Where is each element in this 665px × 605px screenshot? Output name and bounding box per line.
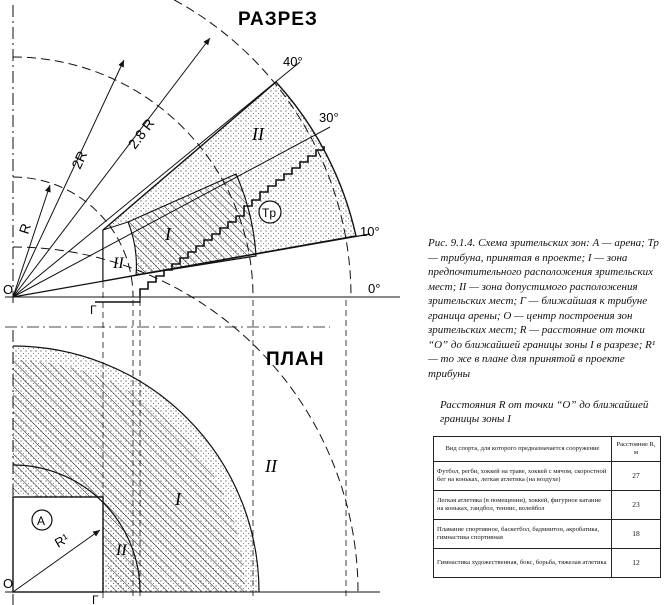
tribune-steps (139, 146, 325, 296)
caption-text: Рис. 9.1.4. Схема зрительских зон: A — а… (428, 237, 659, 380)
radius-2-8r-label: 2.8 R (125, 115, 158, 151)
table-row: Футбол, регби, хоккей на траве, хоккей с… (433, 461, 661, 491)
arena-label: A (37, 514, 45, 528)
header-sport: Вид спорта, для которого предназначается… (433, 436, 612, 462)
header-value: Расстояние R, м (611, 436, 661, 462)
zone-2-plan-label: II (264, 456, 278, 476)
zone-2-upper-label: II (251, 124, 265, 144)
sport-cell: Плавание спортивное, баскетбол, бадминто… (433, 519, 612, 549)
sport-cell: Гимнастика художественная, бокс, борьба,… (433, 548, 612, 578)
value-cell: 23 (611, 490, 661, 520)
distance-table: Вид спорта, для которого предназначается… (433, 436, 661, 578)
radius-2r-label: 2R (68, 148, 90, 171)
table-row: Легкая атлетика (в помещении), хоккей, ф… (433, 490, 661, 520)
center-o-plan: O (3, 576, 13, 591)
section-view: РАЗРЕЗ 40° 30° 10° 0° R 2R 2.8 R II I II… (3, 0, 400, 317)
angle-40-label: 40° (283, 54, 303, 69)
value-cell: 27 (611, 461, 661, 491)
tribune-label: Tp (262, 206, 276, 220)
angle-0-label: 0° (368, 281, 380, 296)
angle-30-label: 30° (319, 110, 339, 125)
table-heading: Расстояния R от точки “О” до ближайшей г… (440, 399, 649, 425)
arena-plan (12, 496, 104, 593)
plan-view: ПЛАН II I II A R¹ O Г (3, 246, 380, 605)
angle-10-label: 10° (360, 224, 380, 239)
radius-r-label: R (16, 221, 34, 236)
table-header-row: Вид спорта, для которого предназначается… (433, 436, 661, 462)
table-row: Плавание спортивное, баскетбол, бадминто… (433, 519, 661, 549)
sport-cell: Футбол, регби, хоккей на траве, хоккей с… (433, 461, 612, 491)
plan-title: ПЛАН (266, 349, 324, 370)
value-cell: 18 (611, 519, 661, 549)
zone-2-plan-small-label: II (115, 542, 127, 559)
zone-1-section-label: I (164, 224, 172, 244)
center-o-section: O (3, 282, 13, 297)
zone-1-plan-label: I (174, 489, 182, 509)
boundary-g-section: Г (90, 303, 97, 317)
figure-caption: Рис. 9.1.4. Схема зрительских зон: A — а… (428, 236, 660, 381)
value-cell: 12 (611, 548, 661, 578)
section-title: РАЗРЕЗ (238, 9, 318, 30)
sport-cell: Легкая атлетика (в помещении), хоккей, ф… (433, 490, 612, 520)
table-row: Гимнастика художественная, бокс, борьба,… (433, 548, 661, 578)
boundary-g-plan: Г (92, 593, 99, 605)
